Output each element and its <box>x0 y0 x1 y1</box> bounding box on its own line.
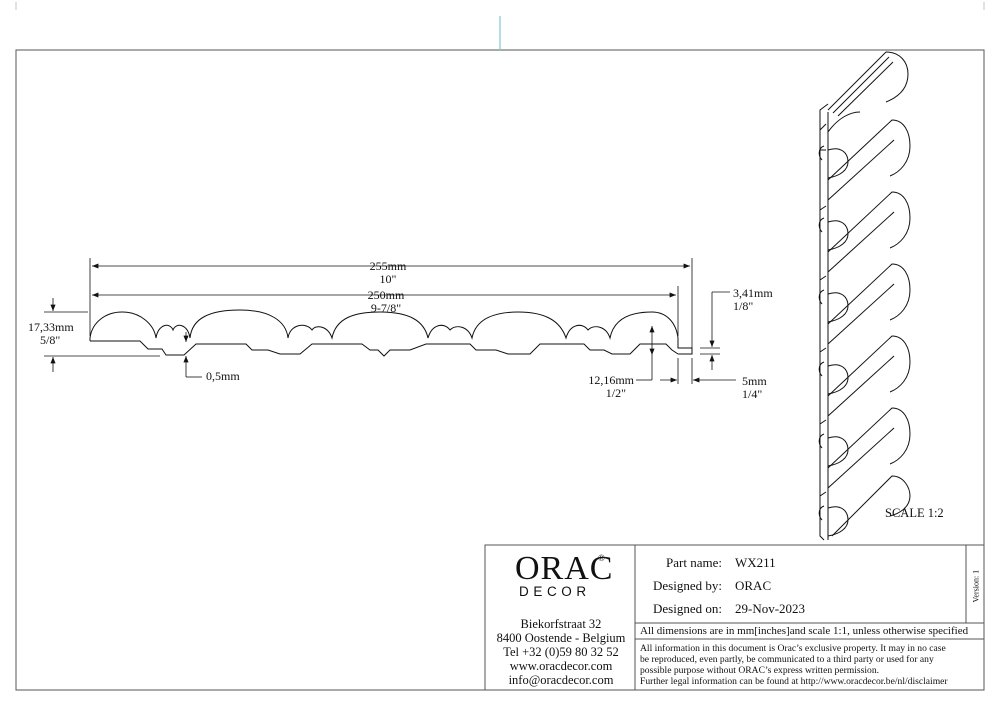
title-block <box>484 544 985 691</box>
designed-on-label: Designed on: <box>653 601 722 616</box>
profile-section <box>89 309 693 357</box>
part-name-value: WX211 <box>735 555 776 570</box>
dim-overall-in: 10" <box>379 272 397 286</box>
address-phone: Tel +32 (0)59 80 32 52 <box>503 645 619 659</box>
legal-line-3: possible purpose without ORAC’s express … <box>640 665 880 676</box>
profile-top-edge <box>89 309 693 355</box>
registered-mark: ® <box>598 553 605 563</box>
legal-line-1: All information in this document is Orac… <box>640 643 946 654</box>
orac-logo: ORAC <box>515 550 614 587</box>
dimension-lines <box>44 258 736 384</box>
panel-isometric-view <box>818 51 911 541</box>
dim-lip-mm: 3,41mm <box>733 286 773 300</box>
dim-tongue-mm: 5mm <box>742 374 767 388</box>
designed-on-value: 29-Nov-2023 <box>735 601 806 616</box>
designed-by-value: ORAC <box>735 578 772 593</box>
address-email[interactable]: info@oracdecor.com <box>508 673 614 687</box>
dim-height-in: 5/8" <box>40 333 61 347</box>
dim-visible-mm: 250mm <box>367 288 405 302</box>
dim-tongue-in: 1/4" <box>742 387 763 401</box>
legal-line-2: be reproduced, even partly, be communica… <box>640 654 934 665</box>
dim-overall-mm: 255mm <box>369 259 407 273</box>
address-street: Biekorfstraat 32 <box>520 617 602 631</box>
designed-by-label: Designed by: <box>653 578 722 593</box>
address-city: 8400 Oostende - Belgium <box>496 631 626 645</box>
profile-bottom-edge <box>90 340 679 357</box>
address-website[interactable]: www.oracdecor.com <box>509 659 613 673</box>
sheet-border <box>15 49 985 691</box>
part-name-label: Part name: <box>666 555 722 570</box>
version-label: Version: 1 <box>971 569 981 603</box>
dim-inner-in: 1/2" <box>605 386 626 400</box>
panel-flutes <box>818 111 911 537</box>
legal-line-4: Further legal information can be found a… <box>640 676 948 687</box>
decor-logo: DECOR <box>519 584 591 599</box>
scale-label: SCALE 1:2 <box>885 506 944 520</box>
dim-height-mm: 17,33mm <box>28 320 74 334</box>
dim-lip-in: 1/8" <box>733 299 754 313</box>
dim-visible-in: 9-7/8" <box>370 301 402 315</box>
dim-inner-mm: 12,16mm <box>588 373 634 387</box>
dim-gap-mm: 0,5mm <box>206 369 240 383</box>
dimensions-note: All dimensions are in mm[inches]and scal… <box>640 625 969 637</box>
